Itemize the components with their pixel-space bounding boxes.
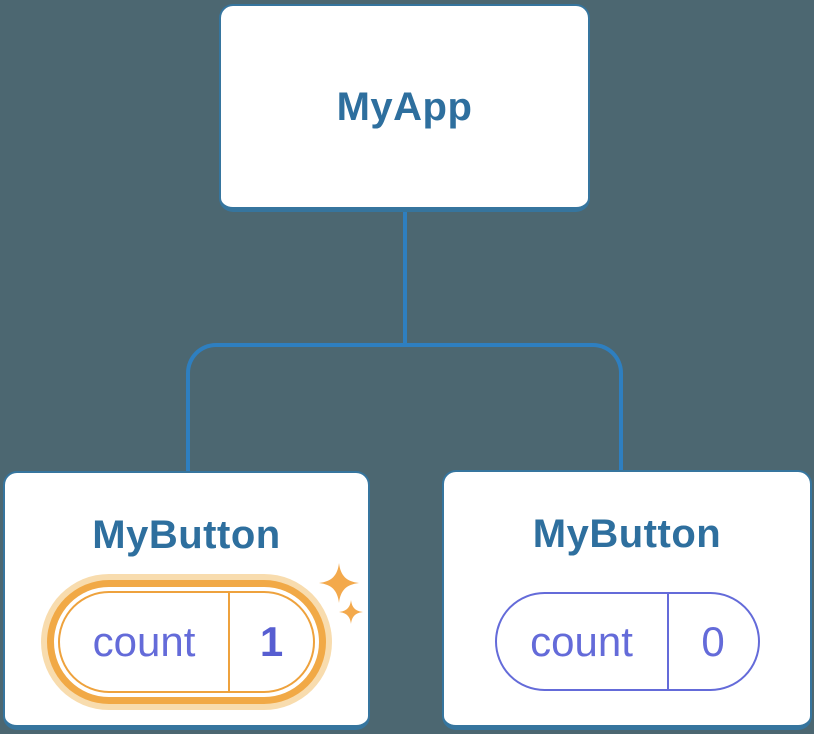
state-pill-highlighted: count 1 [58, 591, 315, 693]
state-key: count [530, 617, 633, 665]
node-myapp: MyApp [219, 4, 590, 212]
state-value: 0 [666, 594, 758, 689]
node-mybutton-unchanged: MyButton count 0 [442, 470, 812, 730]
state-value: 1 [228, 593, 313, 691]
connector-children-bracket [186, 343, 623, 471]
sparkles-icon [339, 600, 363, 624]
node-label: MyButton [92, 513, 281, 557]
node-label: MyApp [336, 84, 473, 129]
state-pill: count 0 [494, 592, 760, 691]
connector-root-stem [403, 212, 407, 347]
sparkles-icon [319, 563, 359, 603]
node-mybutton-updated: MyButton count 1 [3, 471, 370, 730]
node-label: MyButton [532, 512, 722, 556]
state-key: count [92, 618, 196, 665]
